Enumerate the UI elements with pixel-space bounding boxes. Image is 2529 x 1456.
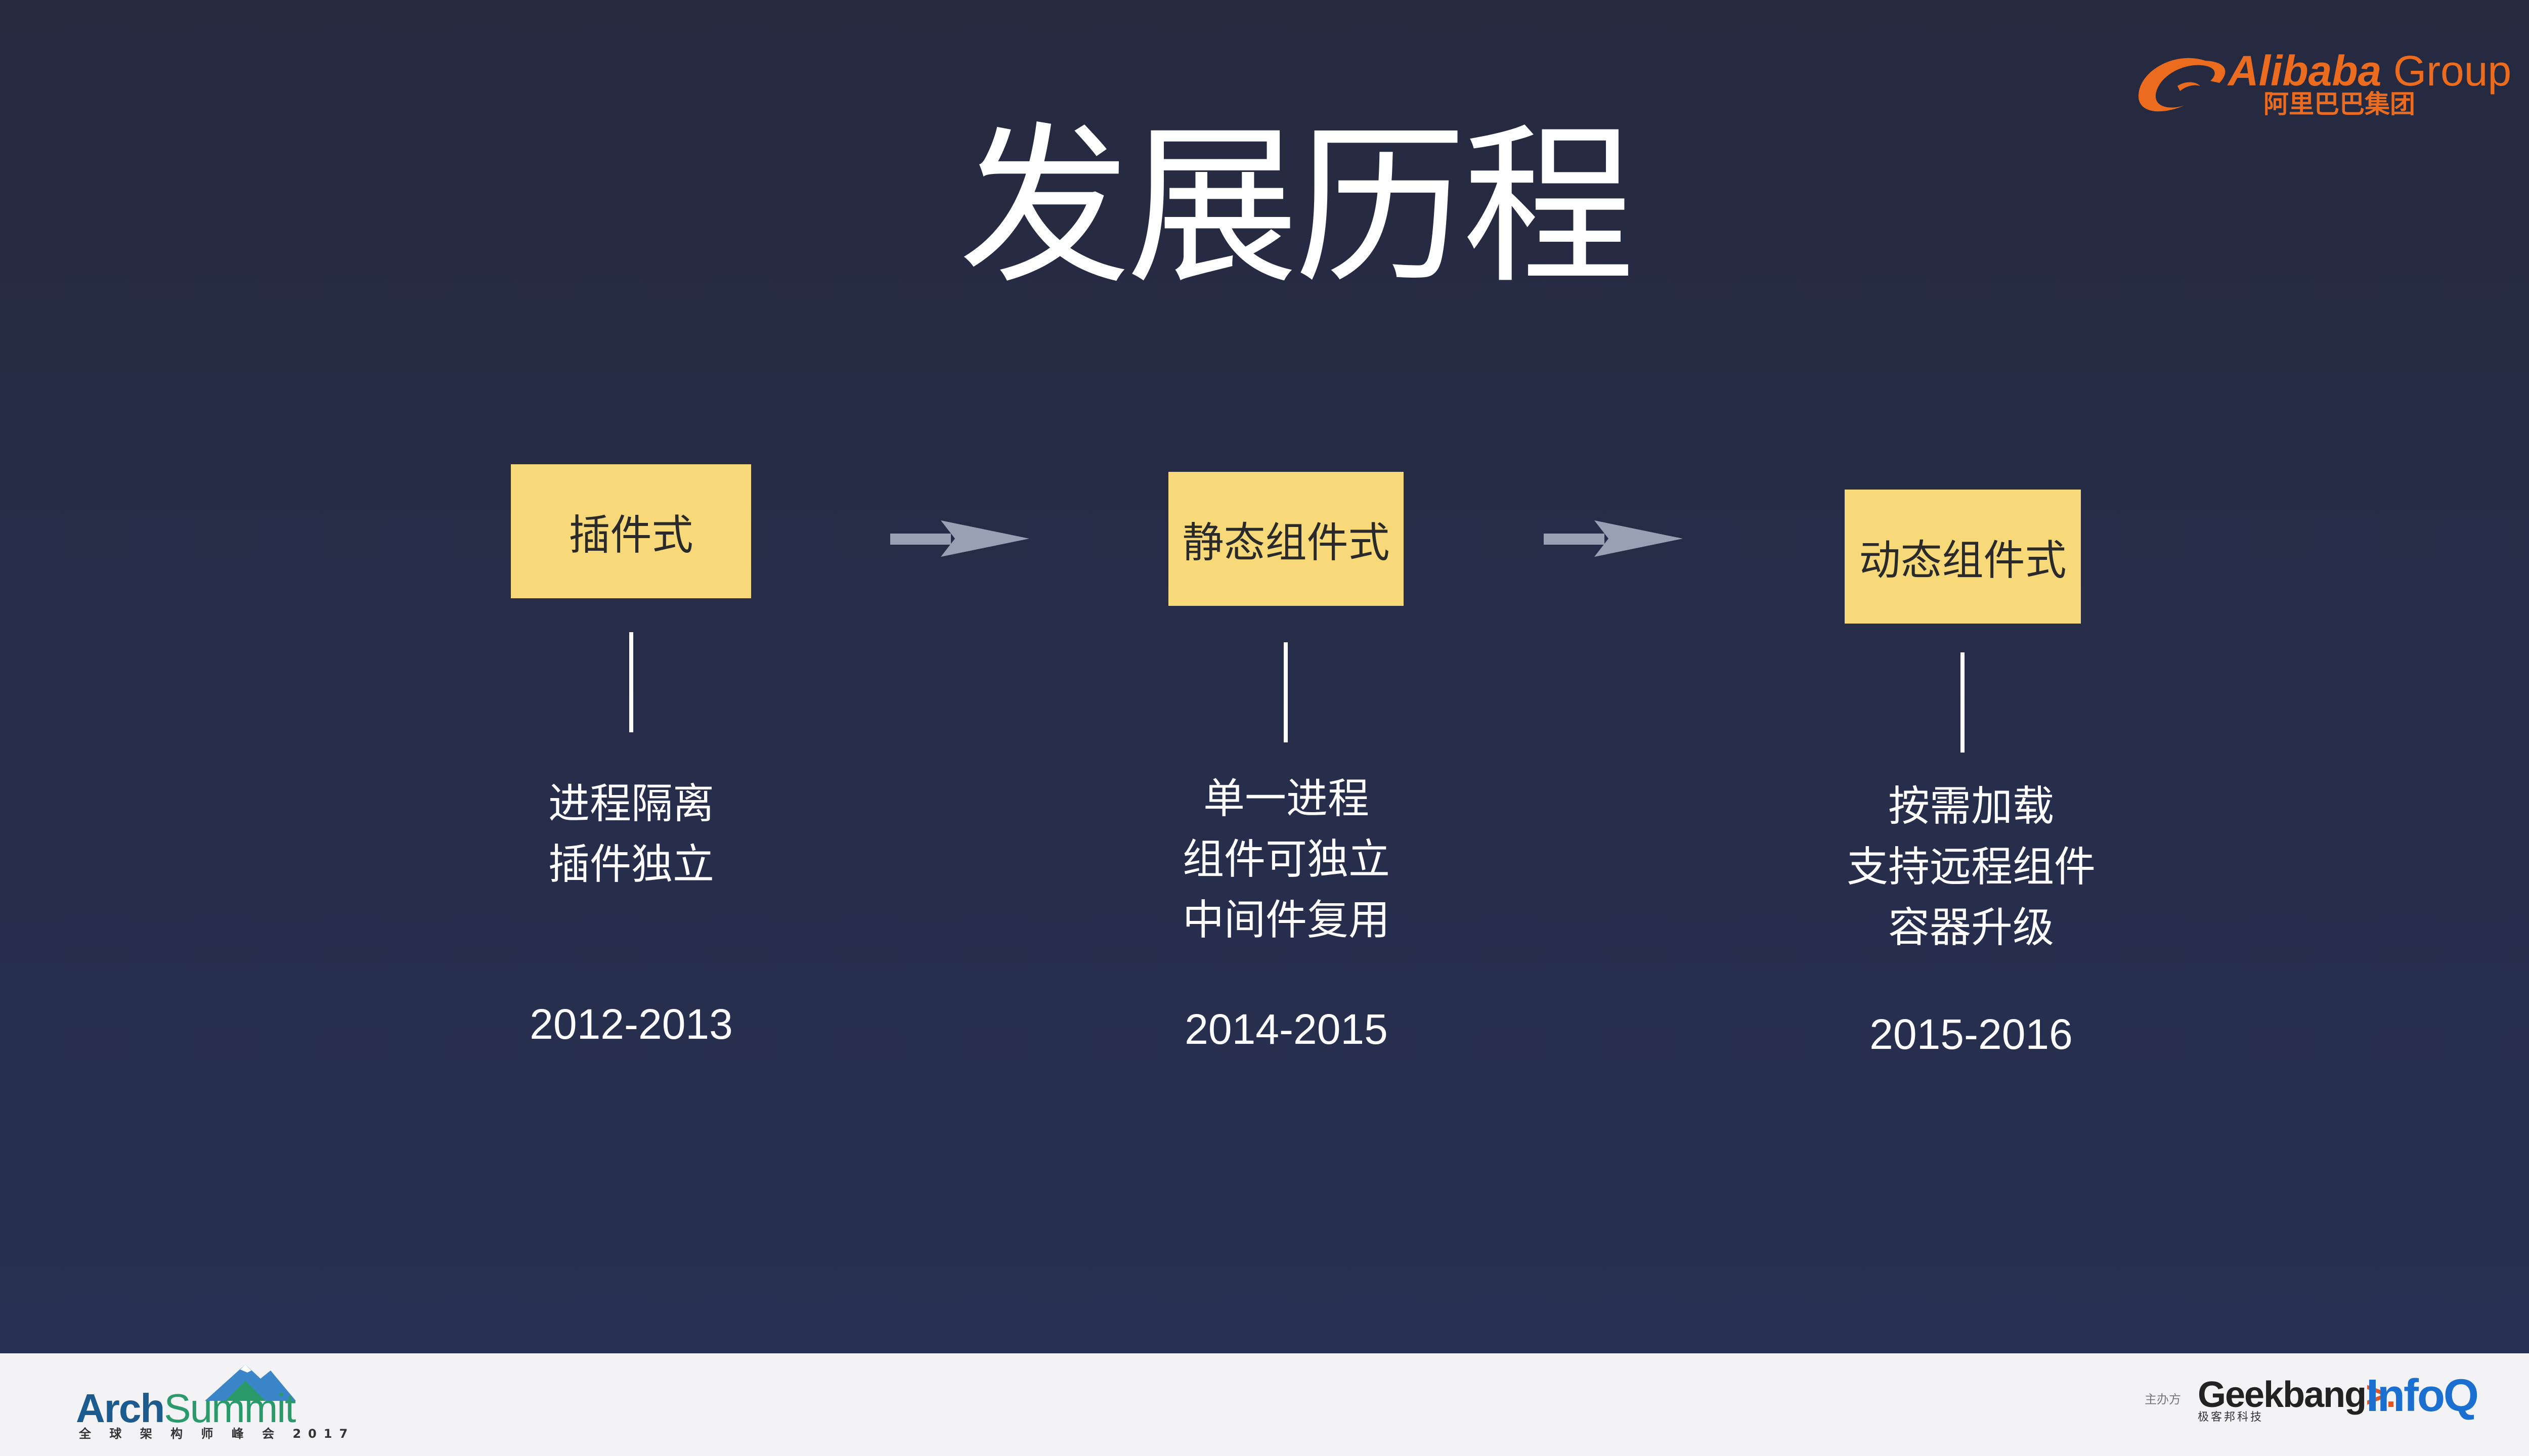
alibaba-wordmark: Alibaba Group — [2228, 46, 2511, 96]
feature-item: 组件可独立 — [1182, 835, 1390, 884]
stage-connector-line — [629, 632, 633, 732]
arrow-right-icon — [1544, 520, 1683, 557]
feature-item: 中间件复用 — [1182, 896, 1390, 944]
geekbang-subtitle: 极客邦科技 — [2198, 1411, 2264, 1424]
alibaba-bold: Alibaba — [2228, 47, 2382, 95]
geekbang-text: Geekbang — [2198, 1375, 2367, 1415]
alibaba-group-logo: Alibaba Group 阿里巴巴集团 — [2129, 46, 2524, 126]
archsummit-summit: Summit — [164, 1386, 296, 1431]
stage-connector-line — [1284, 642, 1288, 742]
footer-bar — [0, 1353, 2529, 1456]
archsummit-subtitle: 全 球 架 构 师 峰 会 2017 — [79, 1427, 355, 1441]
feature-item: 容器升级 — [1888, 904, 2055, 952]
feature-item: 按需加载 — [1888, 782, 2055, 830]
archsummit-arch: Arch — [76, 1386, 165, 1431]
alibaba-cn-wordmark: 阿里巴巴集团 — [2263, 90, 2415, 119]
geekbang-logo: Geekbang>. — [2198, 1375, 2396, 1415]
mountain-icon — [205, 1364, 296, 1401]
stage-years: 2014-2015 — [1185, 1005, 1388, 1053]
stage-box-dynamic-component: 动态组件式 — [1845, 490, 2081, 624]
stage-years: 2015-2016 — [1869, 1010, 2073, 1058]
alibaba-swirl-icon — [2138, 58, 2226, 112]
sponsor-label: 主办方 — [2145, 1392, 2181, 1406]
feature-item: 插件独立 — [548, 841, 715, 889]
stage-features: 进程隔离 插件独立 — [548, 774, 714, 895]
archsummit-logo: ArchSummit 全 球 架 构 师 峰 会 2017 — [76, 1360, 347, 1441]
stage-features: 单一进程 组件可独立 中间件复用 — [1183, 769, 1390, 951]
stage-box-plugin: 插件式 — [511, 464, 751, 598]
archsummit-wordmark: ArchSummit — [76, 1386, 296, 1431]
feature-item: 单一进程 — [1203, 775, 1370, 823]
page-title: 发展历程 — [958, 107, 1635, 307]
stage-box-static-component: 静态组件式 — [1168, 472, 1404, 606]
feature-item: 支持远程组件 — [1846, 843, 2096, 891]
infoq-logo: InfoQ — [2366, 1371, 2479, 1421]
stage-connector-line — [1960, 652, 1965, 753]
feature-item: 进程隔离 — [548, 780, 715, 828]
stage-years: 2012-2013 — [530, 1000, 733, 1048]
geekbang-mark: >. — [2366, 1375, 2396, 1415]
alibaba-group: Group — [2393, 47, 2512, 95]
stage-features: 按需加载 支持远程组件 容器升级 — [1847, 776, 2096, 958]
arrow-right-icon — [890, 520, 1029, 557]
